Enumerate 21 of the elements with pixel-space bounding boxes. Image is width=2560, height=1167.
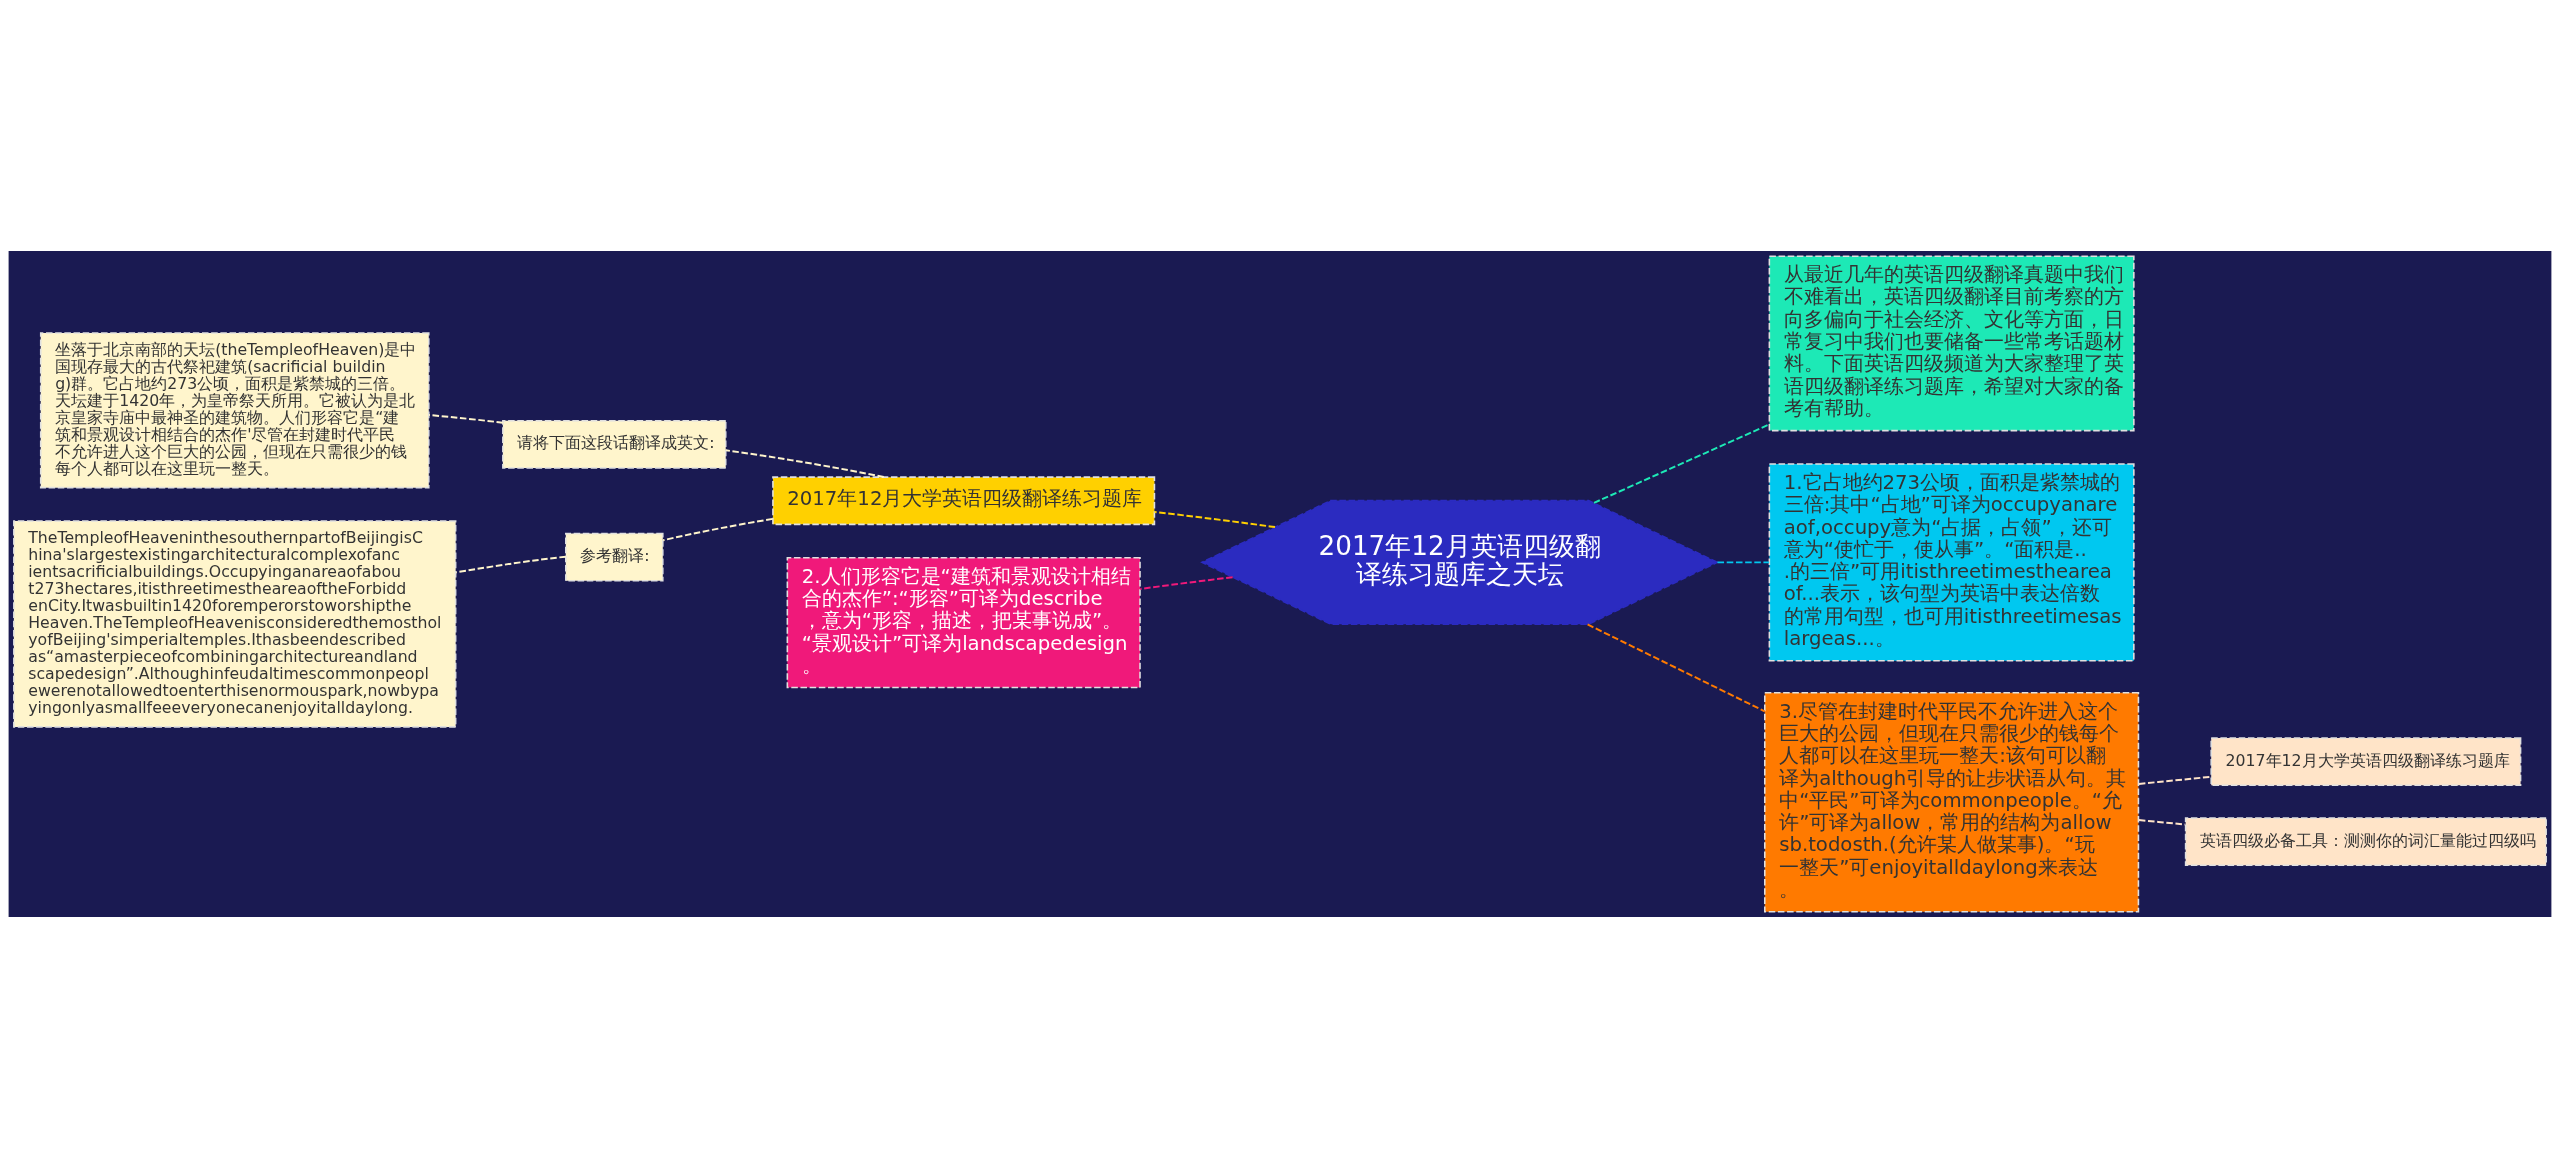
node-box: 2017年12月大学英语四级翻译练习题库 (772, 475, 1156, 525)
node-box: 参考翻译: (565, 532, 664, 581)
connector (1716, 560, 1771, 563)
connector (1139, 575, 1234, 590)
connector (427, 413, 504, 424)
connector (454, 555, 567, 573)
node-box: 坐落于北京南部的天坛(theTempleofHeaven)是中国现存最大的古代祭祀建筑(sacrificial building)群。它占地约273公顷，面积是紫禁城的三倍。天坛建于1420年，为皇帝祭天所用。它被认为是北京皇家寺庙中最神圣的建筑物。人们形容它是“建筑和景观设计相结合的杰作'尽管在封建时代平民不允许进人这个巨大的公园，但现在只需很少的钱每个人都可以在这里玩一整天。 (39, 331, 430, 488)
node-box: 2.人们形容它是“建筑和景观设计相结合的杰作”:“形容”可译为describe，意为“形容，描述，把某事说成”。“景观设计”可译为landscapedesign。 (786, 556, 1141, 688)
node-box: TheTempleofHeaveninthesouthernpartofBeijingisChina'slargestexistingarchitecturalcomplexofancientsacrificialbuildings.Occupyinganareaofabout273hectares,itisthreetimestheareaoftheForbiddenCity.Itwasbuiltin1420foremperorstoworshiptheHeaven.TheTempleofHeavenisconsideredthemostholyofBeijing'simperialtemples.Ithasbeendescribedas“amasterpieceofcombiningarchitectureandlandscapedesign”.Althoughinfeudaltimescommonpeoplewerenotallowedtoenterthisenormouspark,nowbypayingonlyasmallfeeeveryonecanenjoyitalldaylong. (13, 519, 457, 728)
connector (2137, 775, 2212, 785)
node-box: 2017年12月大学英语四级翻译练习题库 (2210, 736, 2522, 786)
node-box: 请将下面这段话翻译成英文: (502, 419, 727, 469)
connector (724, 448, 885, 478)
connector (1586, 623, 1766, 712)
connector (1593, 423, 1771, 504)
node-box: 从最近几年的英语四级翻译真题中我们不难看出，英语四级翻译目前考察的方向多偏向于社会经济、文化等方面，日常复习中我们也要储备一些常考话题材料。下面英语四级频道为大家整理了英语四级翻译练习题库，希望对大家的备考有帮助。 (1768, 254, 2135, 431)
connector (1153, 510, 1276, 528)
connector (662, 517, 774, 541)
node-box: 英语四级必备工具：测测你的词汇量能过四级吗 (2184, 816, 2547, 866)
node-box: 3.尽管在封建时代平民不允许进入这个巨大的公园，但现在只需很少的钱每个人都可以在这里玩一整天:该句可以翻译为although引导的让步状语从句。其中“平民”可译为commonpeople。“允许”可译为allow，常用的结构为allowsb.todosth.(允许某人做某事)。“玩一整天”可enjoyitalldaylong来表达。 (1764, 691, 2140, 913)
node-box: 1.它占地约273公顷，面积是紫禁城的三倍:其中“占地”可译为occupyanareaof,occupy意为“占据，占领”，还可意为“使忙于，使从事”。“面积是...的三倍”可用itisthreetimestheareaof...表示，该句型为英语中表达倍数的常用句型，也可用itisthreetimesaslargeas...。 (1768, 462, 2135, 661)
